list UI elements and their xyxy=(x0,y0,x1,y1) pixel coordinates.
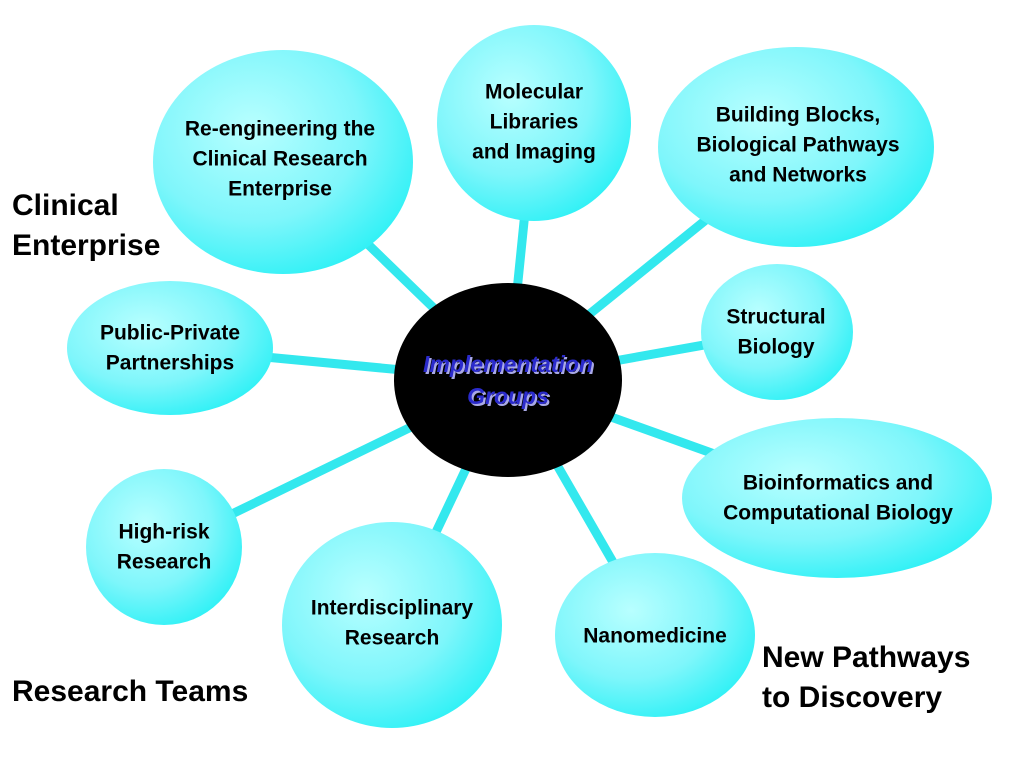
node-nanomedicine: Nanomedicine xyxy=(555,553,755,717)
bubble-bioinformatics xyxy=(682,418,992,578)
label-line: Structural xyxy=(726,306,825,329)
label-line: Libraries xyxy=(490,111,579,134)
group-label-line: to Discovery xyxy=(762,681,942,714)
group-label-line: New Pathways xyxy=(762,641,970,674)
label-line: Re-engineering the xyxy=(185,118,375,141)
label-line: Building Blocks, xyxy=(716,104,881,127)
bubble-building-blocks xyxy=(658,47,934,247)
label-line: High-risk xyxy=(118,521,209,544)
label-building-blocks: Building Blocks, Biological Pathways and N… xyxy=(696,104,899,187)
label-line: Research xyxy=(345,627,440,650)
center-label-line: Implementation xyxy=(423,351,593,377)
center-label-shadow: Groups xyxy=(469,385,551,411)
group-new-pathways: New Pathways to Discovery xyxy=(762,641,970,714)
center-label-shadow: Implementation xyxy=(425,353,595,379)
label-line: Computational Biology xyxy=(723,502,953,525)
bubble-reengineering xyxy=(153,50,413,274)
node-building-blocks: Building Blocks, Biological Pathways and N… xyxy=(658,47,934,247)
label-line: Research xyxy=(117,551,212,574)
label-line: Bioinformatics and xyxy=(743,472,933,495)
bubble-molecular-libraries xyxy=(437,25,631,221)
label-line: Enterprise xyxy=(228,178,332,201)
group-research-teams: Research Teams xyxy=(12,675,248,708)
label-line: Biology xyxy=(738,336,815,359)
group-label-line: Research Teams xyxy=(12,675,248,708)
label-line: Molecular xyxy=(485,81,583,104)
label-line: and Networks xyxy=(729,164,867,187)
label-line: and Imaging xyxy=(472,141,596,164)
center-label-line: Groups xyxy=(467,383,549,409)
group-label-line: Enterprise xyxy=(12,229,160,262)
label-line: Partnerships xyxy=(106,352,234,375)
label-line: Clinical Research xyxy=(192,148,367,171)
bubble-nanomedicine xyxy=(555,553,755,717)
label-nanomedicine: Nanomedicine xyxy=(583,625,727,648)
bubble-structural-biology xyxy=(701,264,853,400)
bubble-public-private xyxy=(67,281,273,415)
label-line: Nanomedicine xyxy=(583,625,727,648)
label-line: Interdisciplinary xyxy=(311,597,474,620)
label-line: Public-Private xyxy=(100,322,240,345)
bubble-high-risk xyxy=(86,469,242,625)
label-line: Biological Pathways xyxy=(696,134,899,157)
center-ellipse xyxy=(394,283,622,477)
group-label-line: Clinical xyxy=(12,189,119,222)
bubble-interdisciplinary xyxy=(282,522,502,728)
